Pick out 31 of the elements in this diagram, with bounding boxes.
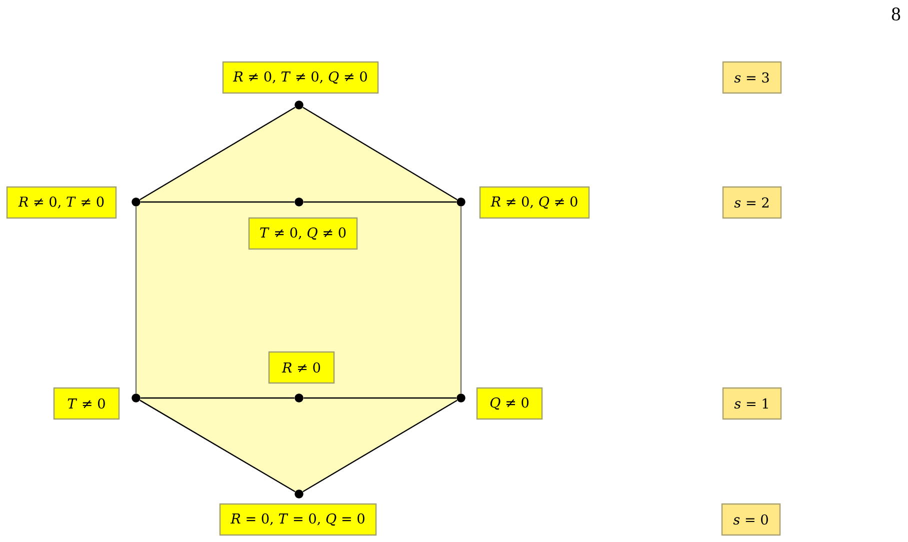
vertex-dot — [294, 100, 304, 110]
condition-box: R ≠ 0, Q ≠ 0 — [479, 186, 590, 219]
page-number: 8 — [892, 7, 900, 21]
vertex-dot — [456, 198, 466, 206]
line — [304, 397, 456, 399]
condition-box: T ≠ 0 — [53, 387, 120, 420]
vertex-dot — [294, 198, 304, 206]
line — [140, 201, 294, 203]
line — [140, 397, 294, 399]
line — [140, 106, 296, 200]
level-box: s = 0 — [721, 503, 781, 536]
condition-box: R = 0, T = 0, Q = 0 — [219, 503, 377, 536]
condition-box: Q ≠ 0 — [476, 387, 543, 420]
line — [302, 400, 458, 492]
condition-box: R ≠ 0, T ≠ 0 — [6, 186, 117, 219]
vertex-dot — [294, 394, 304, 402]
condition-box: T ≠ 0, Q ≠ 0 — [248, 217, 358, 250]
line — [302, 106, 458, 200]
condition-box: R ≠ 0, T ≠ 0, Q ≠ 0 — [222, 61, 379, 94]
condition-box: R ≠ 0 — [268, 351, 335, 384]
level-box: s = 2 — [722, 186, 782, 219]
line — [135, 206, 137, 394]
vertex-dot — [456, 394, 466, 402]
level-box: s = 3 — [722, 61, 782, 94]
line — [460, 206, 462, 394]
vertex-dot — [132, 394, 140, 402]
vertex-dot — [294, 490, 304, 498]
line — [304, 201, 456, 203]
level-box: s = 1 — [722, 387, 782, 420]
vertex-dot — [132, 198, 140, 206]
line — [140, 400, 296, 492]
